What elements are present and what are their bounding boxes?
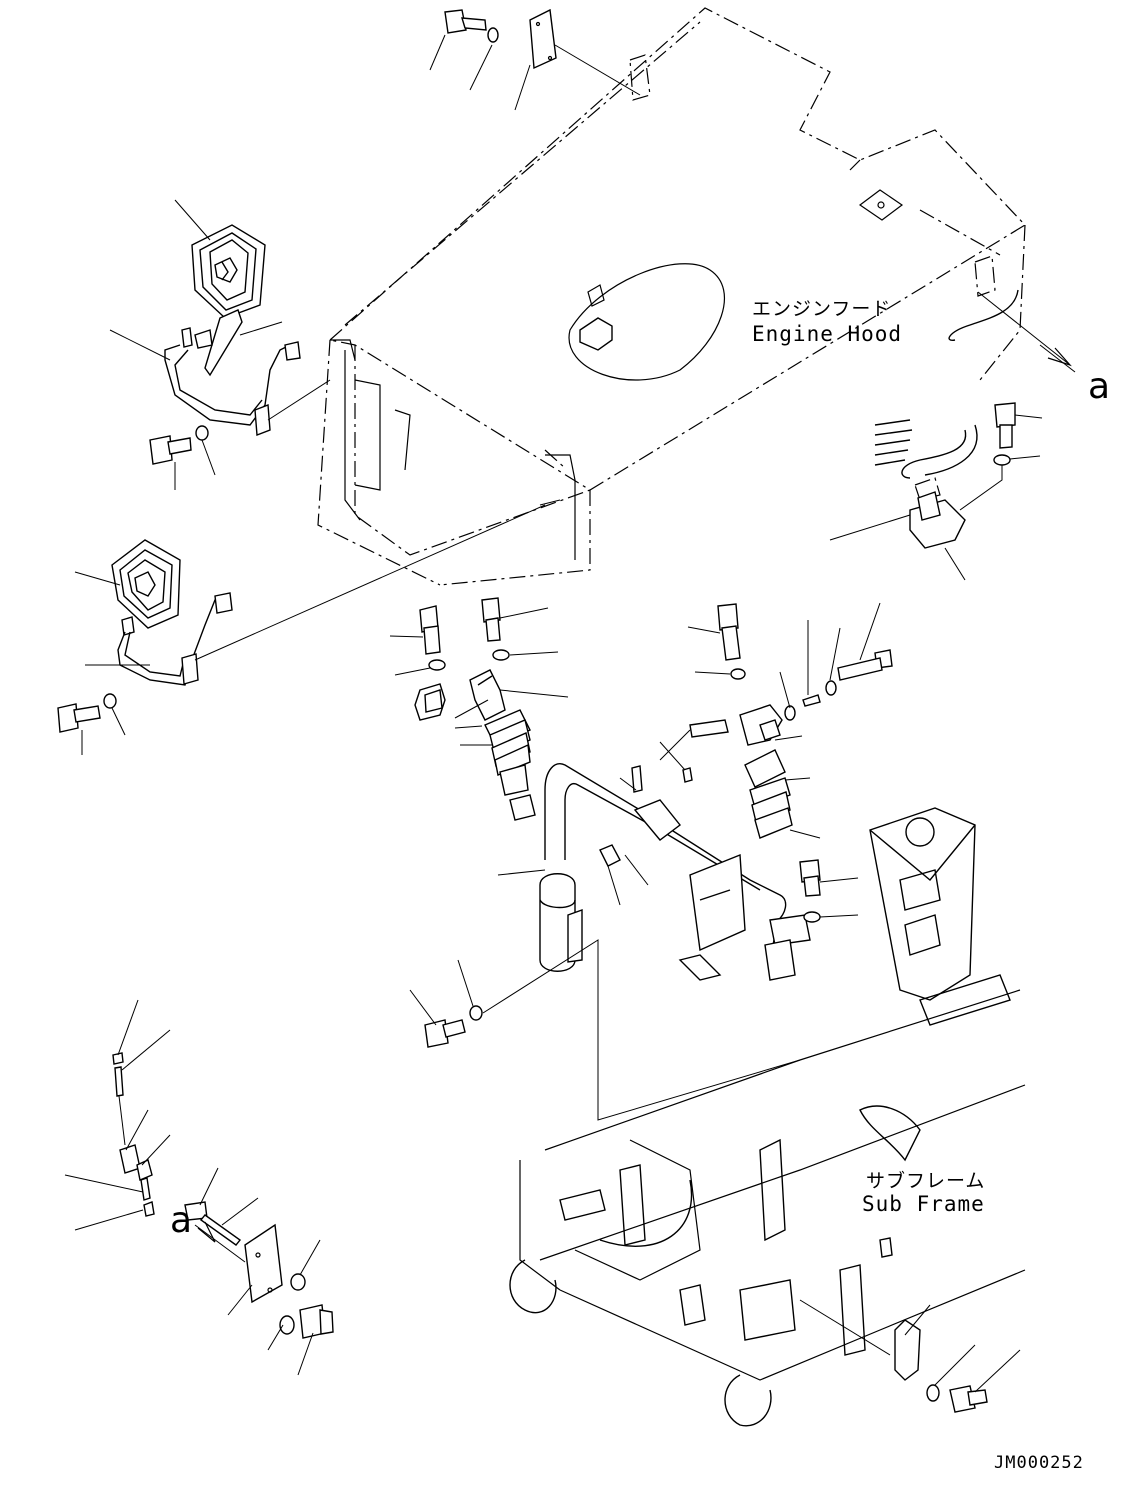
hood-right-bracket [829,402,1043,581]
reference-letter-a-top: a [1088,366,1110,407]
sub-frame [509,807,1026,1427]
sub-frame-side-bracket [799,1299,1021,1413]
hood-side-panel [948,255,1019,341]
center-bracket-pipe [497,763,811,981]
hood-latch-plate [858,189,904,221]
reference-arrow-a-bottom [194,1221,246,1263]
center-bracket-right-parts [619,602,893,839]
small-parts-stack [64,999,334,1376]
engine-hood-label-jp: エンジンフード [752,298,891,320]
engine-hood-outline [317,7,1026,586]
center-bracket-bottom-bolts [409,859,859,1121]
mirror-upper [149,224,301,465]
sub-frame-label-jp: サブフレーム [866,1169,985,1192]
engine-hood-label-en: Engine Hood [752,322,902,346]
reference-letter-a-bottom: a [170,1200,192,1241]
drawing-code: JM000252 [994,1453,1084,1473]
mirror-lower [57,539,233,733]
hood-cable-loop [568,263,726,381]
mirror-upper-leaders [109,199,331,490]
center-bracket-left-bolts [389,597,559,676]
mirror-lower-leaders [74,499,561,755]
top-cover-plate [429,8,651,111]
sub-frame-label-en: Sub Frame [862,1192,985,1216]
reference-arrow-a-top [977,291,1076,373]
center-bracket-left-mount [414,669,569,796]
